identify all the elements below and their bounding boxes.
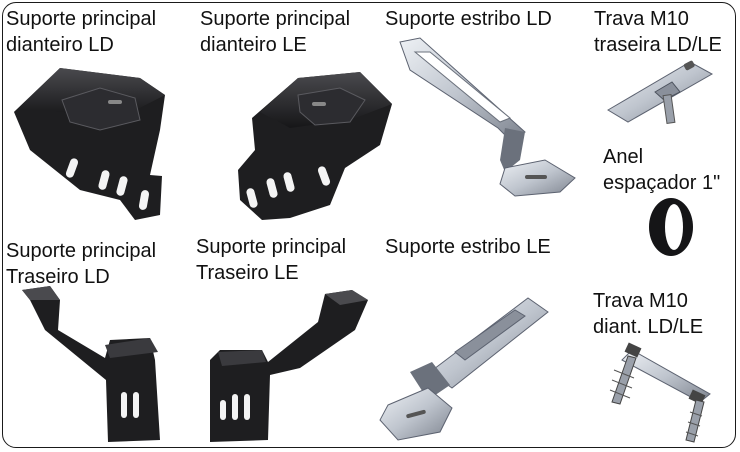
label-rear-lock-line2: traseira LD/LE [594,34,722,56]
label-front-left-line1: Suporte principal [200,8,351,30]
label-step-right: Suporte estribo LD [385,8,552,30]
label-rear-left-line2: Traseiro LE [196,262,299,284]
catalog-frame [2,2,736,448]
rear-bracket-left [210,290,368,442]
label-front-lock-line2: diant. LD/LE [593,316,704,338]
label-front-left-line2: dianteiro LE [200,34,307,56]
step-bracket-left [379,297,549,441]
spacer-ring-part [649,198,693,256]
front-bracket-left [238,72,392,220]
label-rear-lock-line1: Trava M10 [594,8,689,30]
front-lock-part [609,342,711,443]
label-front-right-line1: Suporte principal [6,8,157,30]
label-spacer-line1: Anel [603,146,644,168]
front-bracket-right [14,68,165,220]
label-front-lock-line1: Trava M10 [593,290,688,312]
step-bracket-right [399,37,576,197]
label-front-right-line2: dianteiro LD [6,34,114,56]
rear-lock-part [607,60,714,124]
label-rear-left-line1: Suporte principal [196,236,347,258]
rear-bracket-right [22,286,160,442]
label-rear-right-line1: Suporte principal [6,240,157,262]
label-rear-right-line2: Traseiro LD [6,266,110,288]
label-step-left: Suporte estribo LE [385,236,551,258]
label-spacer-line2: espaçador 1" [603,172,721,194]
